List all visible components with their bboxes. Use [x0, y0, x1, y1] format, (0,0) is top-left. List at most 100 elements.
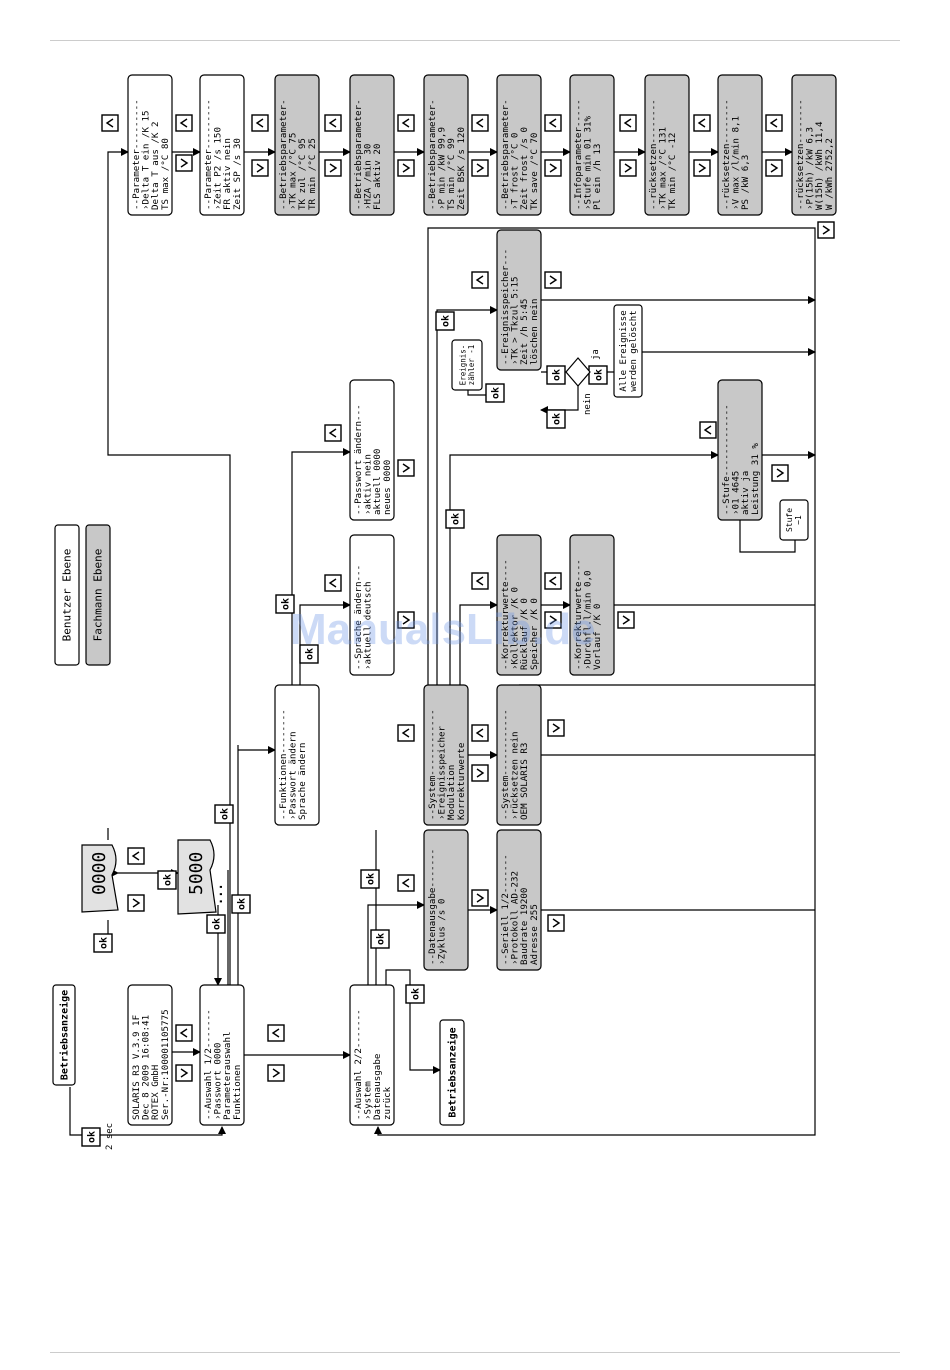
screen-line: Leistung 31 % — [750, 443, 761, 515]
chevron-left-icon — [401, 118, 410, 128]
screen-ruecksetzen3: --rücksetzen--------›P(15h) /kW 6,3W(15h… — [791, 74, 837, 216]
ok-button[interactable]: ok — [275, 594, 295, 614]
up-button[interactable] — [471, 572, 489, 590]
up-button[interactable] — [397, 724, 415, 742]
down-button[interactable] — [544, 159, 562, 177]
svg-text:Betriebsanzeige: Betriebsanzeige — [58, 990, 70, 1080]
dots-label: ... — [211, 883, 225, 905]
down-button[interactable] — [471, 159, 489, 177]
up-button[interactable] — [693, 114, 711, 132]
up-button[interactable] — [251, 114, 269, 132]
up-button[interactable] — [397, 114, 415, 132]
down-button[interactable] — [175, 154, 193, 172]
up-button[interactable] — [471, 114, 489, 132]
down-button[interactable] — [693, 159, 711, 177]
chevron-left-icon — [769, 118, 778, 128]
ok-button[interactable]: ok — [546, 365, 566, 385]
down-button[interactable] — [544, 611, 562, 629]
watermark: ManualsLib.de — [290, 605, 596, 654]
down-button[interactable] — [619, 159, 637, 177]
screen-line: ›HZA /min 30 — [363, 144, 374, 210]
up-button[interactable] — [267, 1024, 285, 1042]
ok-button[interactable]: ok — [206, 914, 226, 934]
screen-line: OEM SOLARIS R3 — [519, 743, 530, 820]
svg-text:ok: ok — [411, 988, 422, 1000]
down-button[interactable] — [175, 1064, 193, 1082]
ok-button[interactable]: ok — [157, 870, 177, 890]
down-button[interactable] — [547, 719, 565, 737]
down-button[interactable] — [397, 459, 415, 477]
screen-line: Dec 8 2009 16:08:41 — [141, 1015, 152, 1120]
screen-line: SOLARIS R3 V.3.9 1F — [131, 1015, 142, 1120]
screen-auswahl1: --Auswahl 1/2-------›Passwort 0000Parame… — [199, 984, 245, 1126]
svg-text:zähler -1: zähler -1 — [467, 345, 476, 386]
ok-button[interactable]: ok — [214, 804, 234, 824]
screen-line: --Seriell 1/2------- — [500, 854, 511, 965]
screen-line: ›TK max /°C 75 — [288, 133, 299, 210]
ok-button[interactable]: ok — [546, 409, 566, 429]
svg-text:ok: ok — [376, 933, 387, 945]
screen-line: --Betriebsparameter- — [353, 99, 364, 210]
screen-line: Zeit /h 5:45 — [519, 299, 530, 365]
svg-text:ok: ok — [366, 873, 377, 885]
down-button[interactable] — [471, 889, 489, 907]
up-button[interactable] — [324, 574, 342, 592]
down-button[interactable] — [397, 159, 415, 177]
down-button[interactable] — [471, 764, 489, 782]
down-button[interactable] — [397, 611, 415, 629]
screen-line: ›rücksetzen nein — [510, 731, 521, 820]
up-button[interactable] — [544, 114, 562, 132]
screen-line: TR min /°C 25 — [307, 138, 318, 210]
down-button[interactable] — [251, 159, 269, 177]
screen-line: ›Passwort ändern — [288, 731, 299, 820]
screen-line: --Sprache ändern--- — [353, 565, 364, 670]
up-button[interactable] — [765, 114, 783, 132]
ok-button[interactable]: ok — [81, 1127, 101, 1147]
up-button[interactable] — [324, 114, 342, 132]
up-button[interactable] — [397, 874, 415, 892]
down-button[interactable] — [771, 464, 789, 482]
chevron-left-icon — [179, 1028, 188, 1038]
screen-line: --Passwort ändern--- — [353, 404, 364, 515]
up-button[interactable] — [324, 424, 342, 442]
ok-button[interactable]: ok — [231, 894, 251, 914]
chevron-left-icon — [401, 878, 410, 888]
up-button[interactable] — [175, 114, 193, 132]
up-button[interactable] — [101, 114, 119, 132]
chevron-right-icon — [402, 615, 411, 625]
up-button[interactable] — [544, 572, 562, 590]
ok-button[interactable]: ok — [370, 929, 390, 949]
ok-button[interactable]: ok — [299, 644, 319, 664]
ok-button[interactable]: ok — [93, 933, 113, 953]
screen-line: Speicher /K 0 — [529, 598, 540, 670]
screen-line: aktuell 0000 — [372, 449, 383, 515]
down-button[interactable] — [817, 221, 835, 239]
down-button[interactable] — [267, 1064, 285, 1082]
down-button[interactable] — [544, 271, 562, 289]
up-button[interactable] — [471, 724, 489, 742]
chevron-right-icon — [549, 615, 558, 625]
svg-text:ok: ok — [441, 315, 452, 327]
screen-line: Datenausgabe — [372, 1054, 383, 1120]
up-button[interactable] — [619, 114, 637, 132]
ok-button[interactable]: ok — [588, 365, 608, 385]
ok-button[interactable]: ok — [405, 984, 425, 1004]
screen-line: --rücksetzen-------- — [721, 99, 732, 210]
down-button[interactable] — [127, 894, 145, 912]
up-button[interactable] — [471, 271, 489, 289]
ok-button[interactable]: ok — [445, 509, 465, 529]
up-button[interactable] — [699, 421, 717, 439]
up-button[interactable] — [127, 847, 145, 865]
chevron-right-icon — [180, 158, 189, 168]
down-button[interactable] — [617, 611, 635, 629]
down-button[interactable] — [547, 914, 565, 932]
ok-button[interactable]: ok — [360, 869, 380, 889]
down-button[interactable] — [765, 159, 783, 177]
screen-line: zurück — [382, 1086, 393, 1120]
screen-line: --Korrekturwerte---- — [573, 559, 584, 670]
up-button[interactable] — [175, 1024, 193, 1042]
down-button[interactable] — [324, 159, 342, 177]
ok-button[interactable]: ok — [435, 311, 455, 331]
ok-button[interactable]: ok — [485, 383, 505, 403]
